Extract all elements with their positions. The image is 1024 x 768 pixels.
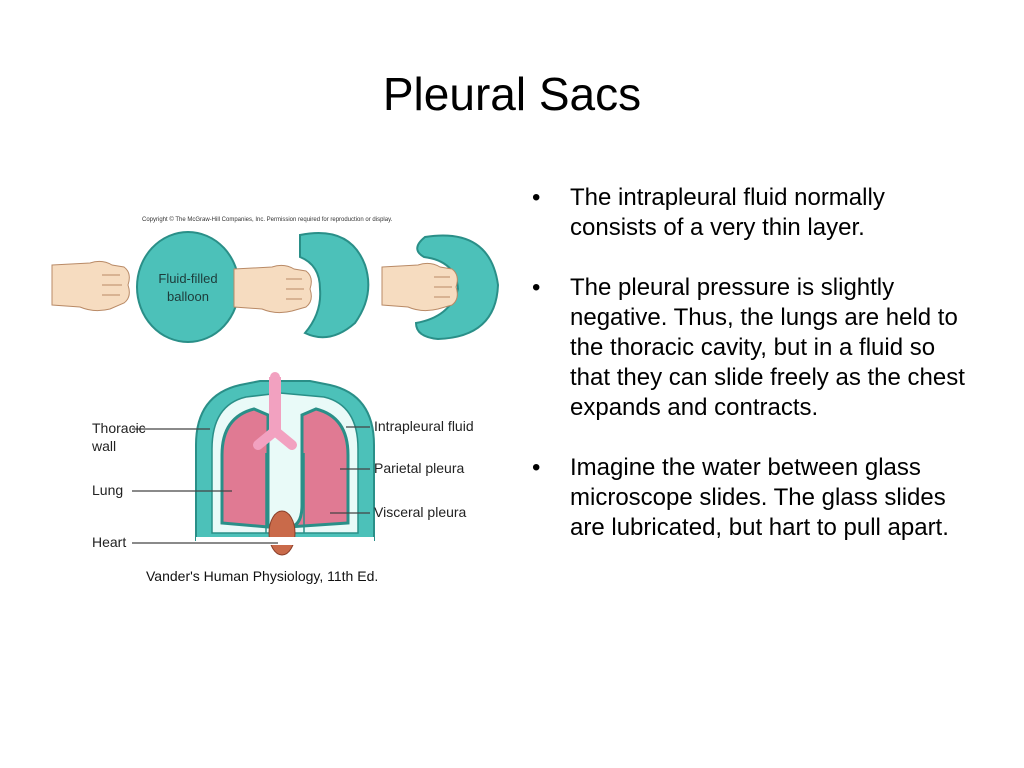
bullet-item: • The intrapleural fluid normally consis… — [528, 183, 968, 243]
bullet-text: The pleural pressure is slightly negativ… — [570, 274, 965, 421]
bullet-item: • The pleural pressure is slightly negat… — [528, 273, 968, 423]
fist-icon — [51, 260, 130, 312]
figure-caption: Vander's Human Physiology, 11th Ed. — [146, 568, 378, 584]
thorax-diagram — [195, 372, 375, 556]
label-thoracic-wall-1: Thoracic — [92, 420, 146, 436]
label-parietal-pleura: Parietal pleura — [374, 460, 464, 476]
bullet-list: • The intrapleural fluid normally consis… — [528, 183, 968, 573]
bullet-dot: • — [532, 274, 541, 301]
bullet-text: The intrapleural fluid normally consists… — [570, 184, 885, 241]
bullet-dot: • — [532, 184, 541, 211]
heart-shape — [268, 510, 296, 556]
pleural-sac-figure: Copyright © The McGraw-Hill Companies, I… — [50, 205, 500, 595]
label-leaders — [132, 426, 370, 544]
label-visceral-pleura: Visceral pleura — [374, 504, 467, 520]
balloon-icon: Fluid-filled balloon — [136, 231, 240, 343]
bullet-text: Imagine the water between glass microsco… — [570, 454, 949, 541]
fist-enveloped-balloon-icon — [381, 234, 500, 341]
label-thoracic-wall-2: wall — [91, 438, 116, 454]
fist-pressing-balloon-icon — [233, 232, 370, 339]
trachea-shape — [269, 377, 281, 433]
label-heart: Heart — [92, 534, 126, 550]
left-lung-shape — [220, 407, 270, 529]
pleural-diagram: Copyright © The McGraw-Hill Companies, I… — [51, 216, 500, 584]
slide-title: Pleural Sacs — [382, 68, 642, 120]
bullet-item: • Imagine the water between glass micros… — [528, 453, 968, 543]
balloon-label-line1: Fluid-filled — [158, 271, 217, 286]
bullet-dot: • — [532, 454, 541, 481]
balloon-label-line2: balloon — [167, 289, 209, 304]
copyright-text: Copyright © The McGraw-Hill Companies, I… — [142, 216, 393, 223]
label-lung: Lung — [92, 482, 123, 498]
label-intrapleural-fluid: Intrapleural fluid — [374, 418, 474, 434]
